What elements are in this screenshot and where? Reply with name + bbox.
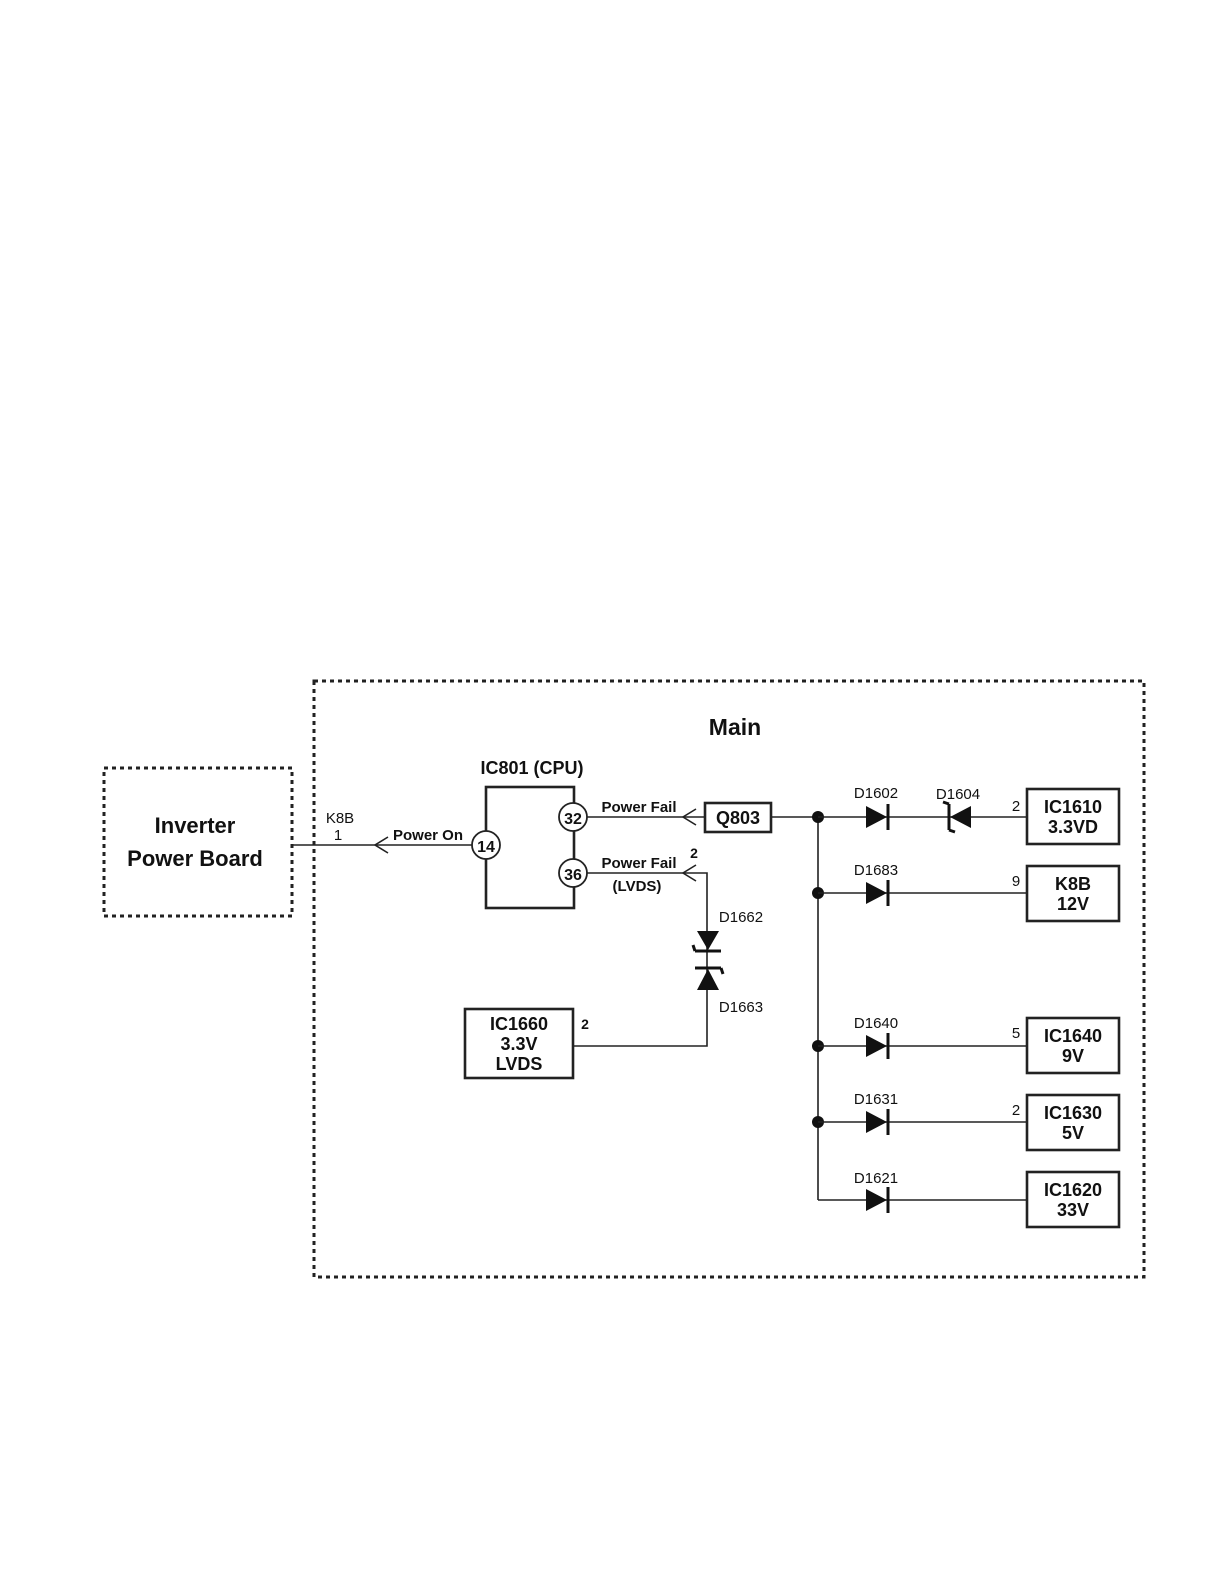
cpu-pin-14-label: 14 (477, 839, 495, 856)
k8b-voltage: 12V (1057, 894, 1089, 914)
diode-d1631-icon (866, 1109, 888, 1135)
k8b-pin: 9 (1012, 873, 1020, 890)
diode-d1621-icon (866, 1187, 888, 1213)
ic1660-type: LVDS (496, 1054, 543, 1074)
power-fail-lvds-pin: 2 (690, 845, 698, 861)
zener-d1663-icon (695, 968, 723, 990)
ic1620-voltage: 33V (1057, 1200, 1089, 1220)
d1683-label: D1683 (854, 862, 898, 879)
connector-k8b-label: K8B (326, 810, 354, 827)
power-on-label: Power On (393, 827, 463, 844)
ic1610-pin: 2 (1012, 798, 1020, 815)
ic1640-name: IC1640 (1044, 1026, 1102, 1046)
ic1640-voltage: 9V (1062, 1046, 1084, 1066)
cpu-label: IC801 (CPU) (480, 758, 583, 778)
power-fail-lvds-label: Power Fail (601, 855, 676, 872)
d1621-label: D1621 (854, 1170, 898, 1187)
power-fail-label: Power Fail (601, 799, 676, 816)
inverter-label-line1: Inverter (155, 813, 236, 838)
main-board-title: Main (709, 714, 761, 740)
zener-d1662-icon (693, 931, 721, 951)
ic1660-pin: 2 (581, 1016, 589, 1032)
k8b-name: K8B (1055, 874, 1091, 894)
ic1630-name: IC1630 (1044, 1103, 1102, 1123)
d1604-label: D1604 (936, 786, 980, 803)
diode-d1683-icon (866, 880, 888, 906)
ic1640-pin: 5 (1012, 1025, 1020, 1042)
ic1620-name: IC1620 (1044, 1180, 1102, 1200)
ic1660-voltage: 3.3V (500, 1034, 537, 1054)
ic1630-pin: 2 (1012, 1102, 1020, 1119)
diode-d1602-icon (866, 804, 888, 830)
d1631-label: D1631 (854, 1091, 898, 1108)
ic1630-voltage: 5V (1062, 1123, 1084, 1143)
inverter-power-board-box (104, 768, 292, 916)
power-fail-lvds-wire (573, 873, 707, 1046)
ic1610-name: IC1610 (1044, 797, 1102, 817)
cpu-pin-36-label: 36 (564, 867, 582, 884)
ic1610-voltage: 3.3VD (1048, 817, 1098, 837)
connector-k8b-pin: 1 (334, 827, 342, 844)
main-board-outline (314, 681, 1144, 1277)
lvds-suffix-label: (LVDS) (613, 878, 662, 895)
ic1660-name: IC1660 (490, 1014, 548, 1034)
d1662-label: D1662 (719, 909, 763, 926)
d1663-label: D1663 (719, 999, 763, 1016)
inverter-label-line2: Power Board (127, 846, 263, 871)
cpu-pin-32-label: 32 (564, 811, 582, 828)
d1640-label: D1640 (854, 1015, 898, 1032)
q803-label: Q803 (716, 808, 760, 828)
d1602-label: D1602 (854, 785, 898, 802)
diode-d1640-icon (866, 1033, 888, 1059)
